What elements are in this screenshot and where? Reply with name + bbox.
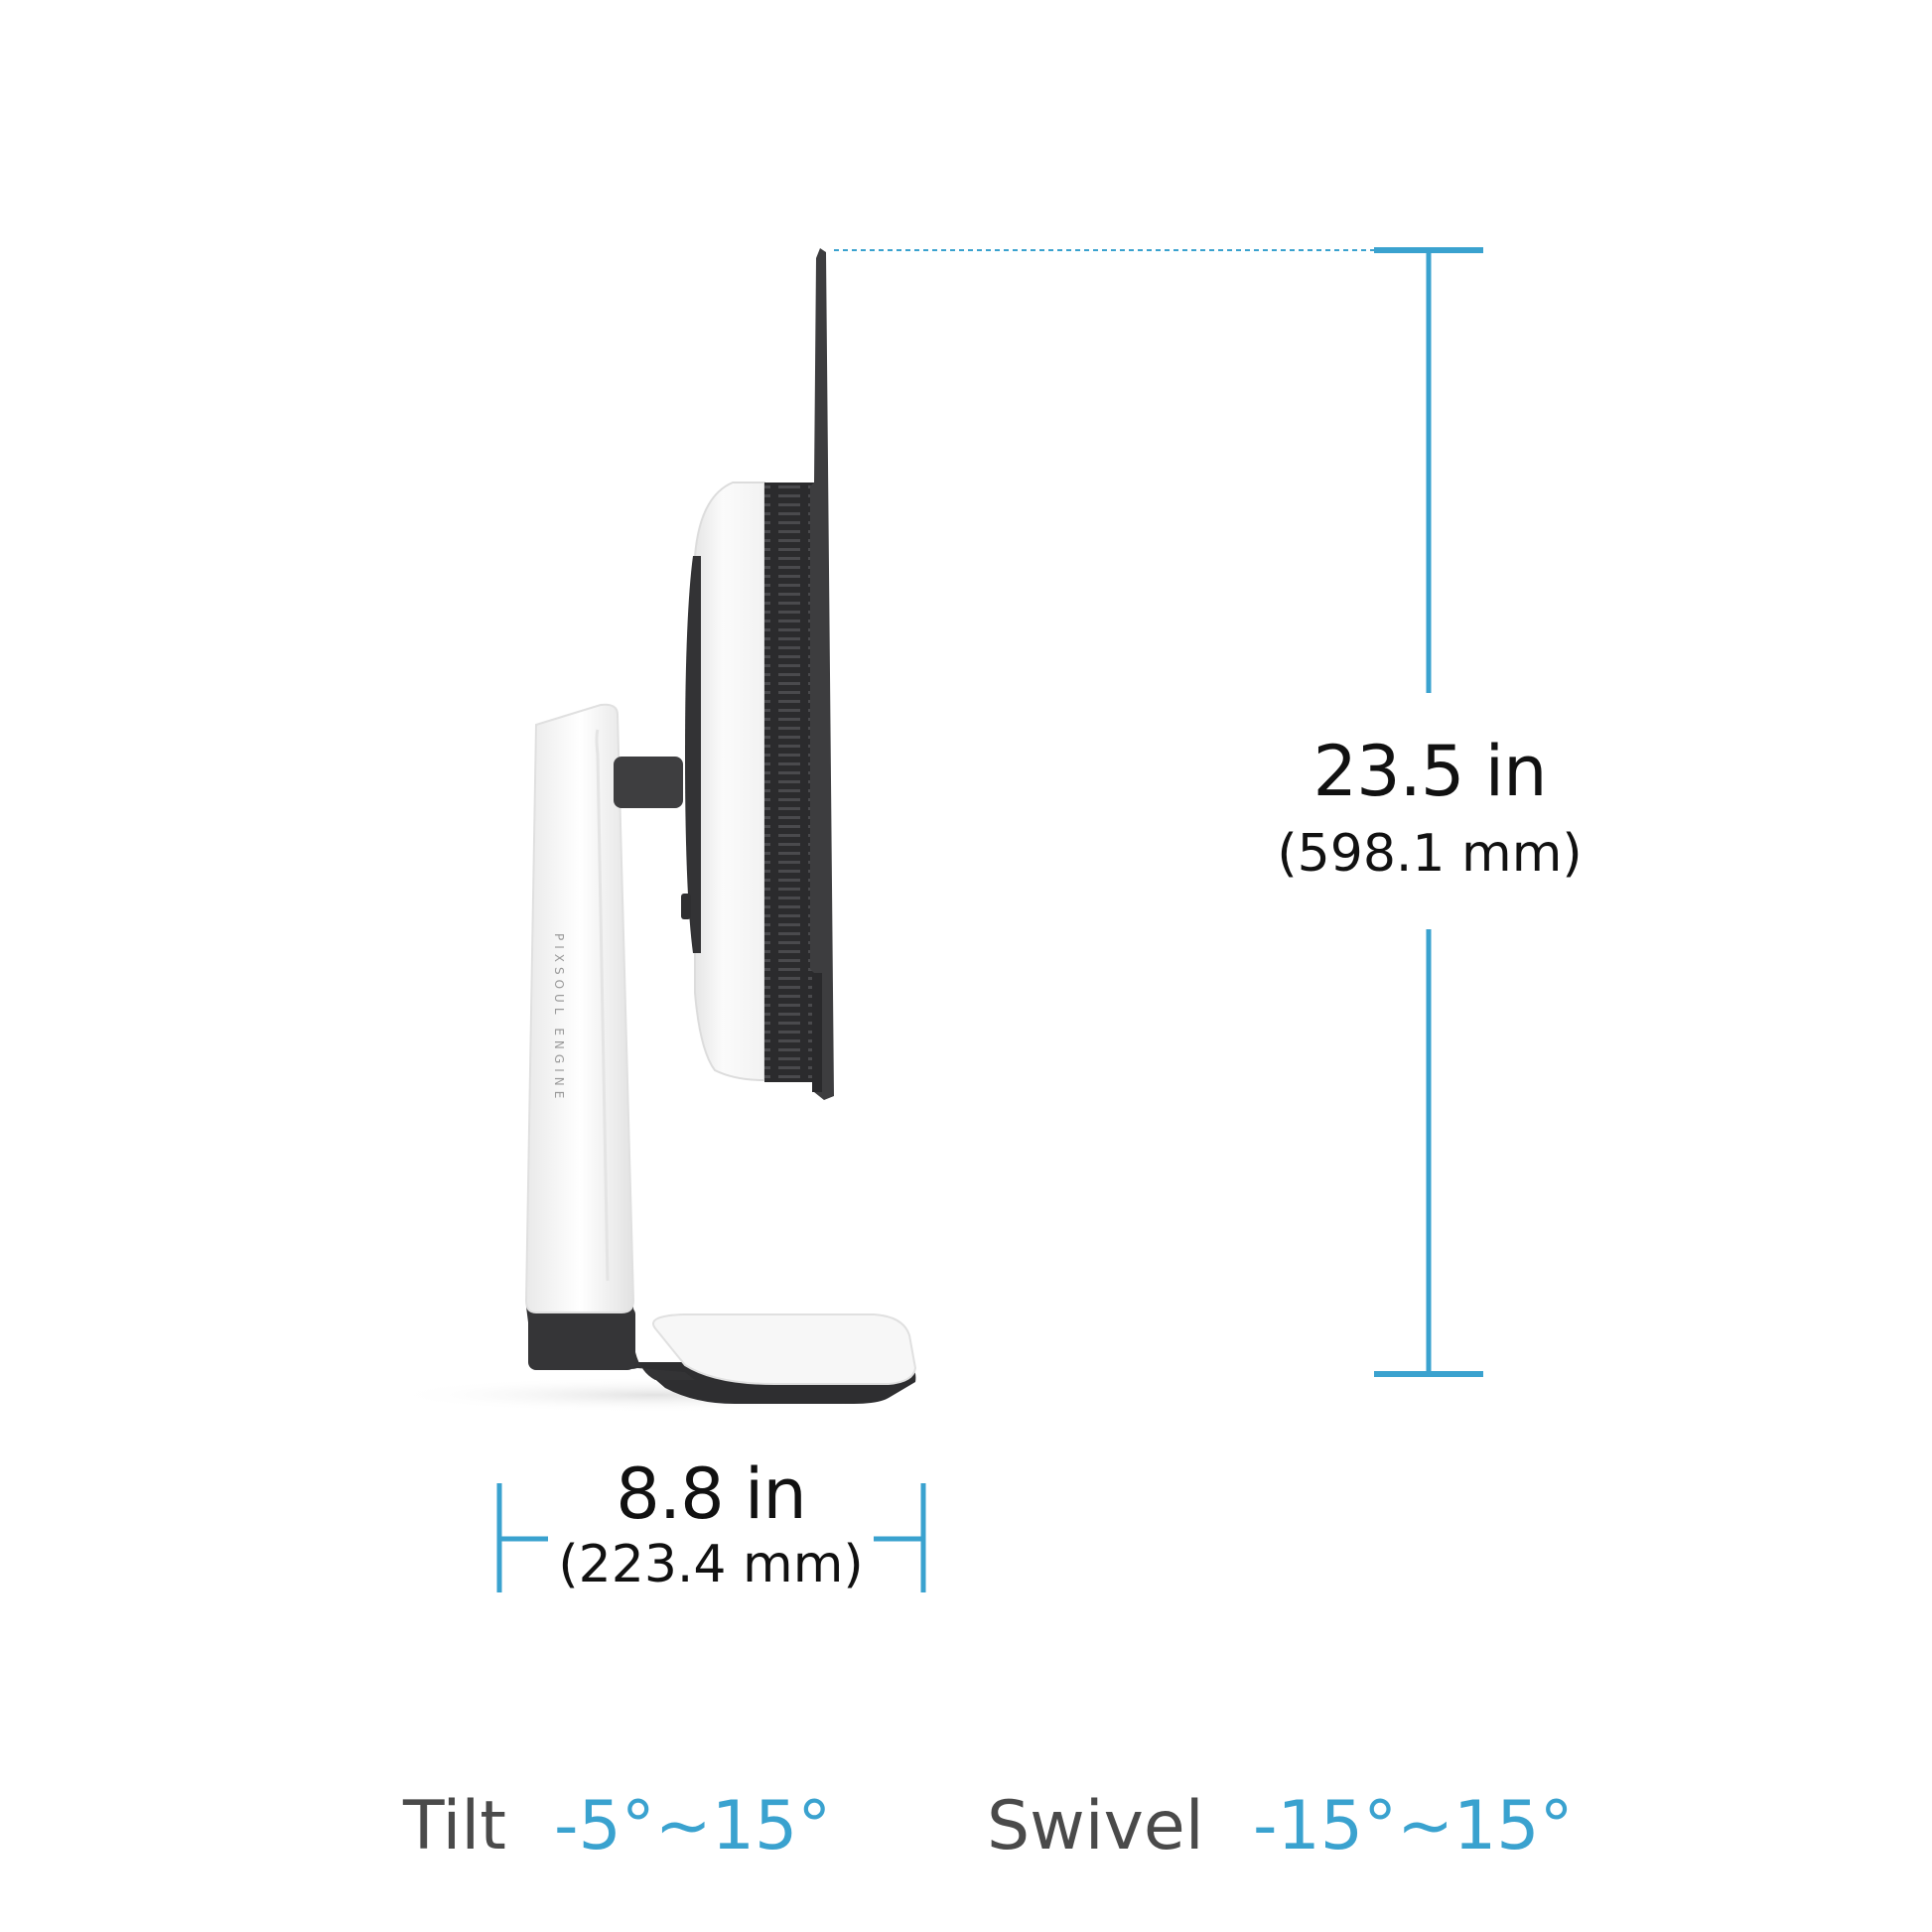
stand-print-label: PIXSOUL ENGINE [552,933,566,1104]
panel-bottom-edge [812,973,822,1092]
swivel-value: -15°~15° [1253,1787,1574,1865]
rear-recess [685,556,701,953]
height-metric: (598.1 mm) [1277,824,1583,884]
tilt-value: -5°~15° [554,1787,832,1865]
depth-value: 8.8 in [616,1453,806,1535]
stand-arm [614,757,683,808]
height-value: 23.5 in [1312,731,1548,812]
stand-column-edge [595,729,610,1282]
monitor-rear-housing [694,482,765,1082]
vent-strip [764,483,814,1082]
stand-foot-block [528,1307,635,1370]
tilt-label: Tilt [403,1787,506,1865]
monitor-panel [810,248,834,1100]
rear-button [681,894,691,919]
stand-base-plate [652,1313,917,1385]
swivel-label: Swivel [987,1787,1204,1865]
depth-metric: (223.4 mm) [558,1535,864,1594]
